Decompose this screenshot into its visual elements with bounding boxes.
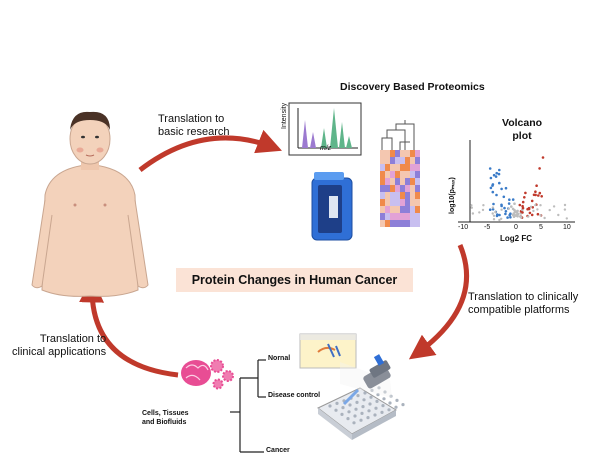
label-volcano-title: Volcano plot xyxy=(501,117,543,142)
arrow-to-clinical-applications xyxy=(79,277,179,378)
tree-label-disease: Disease control xyxy=(268,392,321,399)
volcano-tick-4: 10 xyxy=(563,224,571,231)
volcano-tick-1: -5 xyxy=(484,224,491,231)
brain-gears-icon xyxy=(181,359,234,390)
tree-label-cancer: Cancer xyxy=(266,447,290,454)
petri-dish-icon xyxy=(299,333,357,369)
volcano-x-axis-label: Log2 FC xyxy=(500,234,532,243)
label-translation-basic: Translation to basic research xyxy=(158,113,230,139)
ms-x-axis-label: m/z xyxy=(320,145,332,152)
tree-label-normal: Nornal xyxy=(268,355,291,362)
human-figure-icon xyxy=(31,111,149,297)
volcano-y-axis-label: log10(pₘₐₓ) xyxy=(449,177,456,214)
volcano-tick-2: 0 xyxy=(514,224,518,231)
heatmap-icon xyxy=(380,120,420,227)
sample-tree xyxy=(230,359,266,453)
label-translation-clinical-apps: Translation to clinical applications xyxy=(12,333,107,359)
ms-y-axis-label: Intensity xyxy=(281,102,288,129)
volcano-tick-0: -10 xyxy=(458,224,469,231)
volcano-plot xyxy=(458,140,575,223)
mass-spectrometer-icon xyxy=(311,172,353,241)
microplate-pipette-icon xyxy=(317,354,405,440)
label-discovery-proteomics: Discovery Based Proteomics xyxy=(340,81,485,93)
mass-spectrum-plot xyxy=(288,102,362,156)
main-title-box: Protein Changes in Human Cancer xyxy=(176,268,413,292)
arrow-to-clinical-platforms xyxy=(408,244,470,360)
arrow-to-basic-research xyxy=(138,129,282,172)
label-translation-platforms: Translation to clinically compatible pla… xyxy=(468,291,579,317)
label-cells-tissues: Cells, Tissues and Biofluids xyxy=(142,410,189,427)
volcano-tick-3: 5 xyxy=(539,224,543,231)
